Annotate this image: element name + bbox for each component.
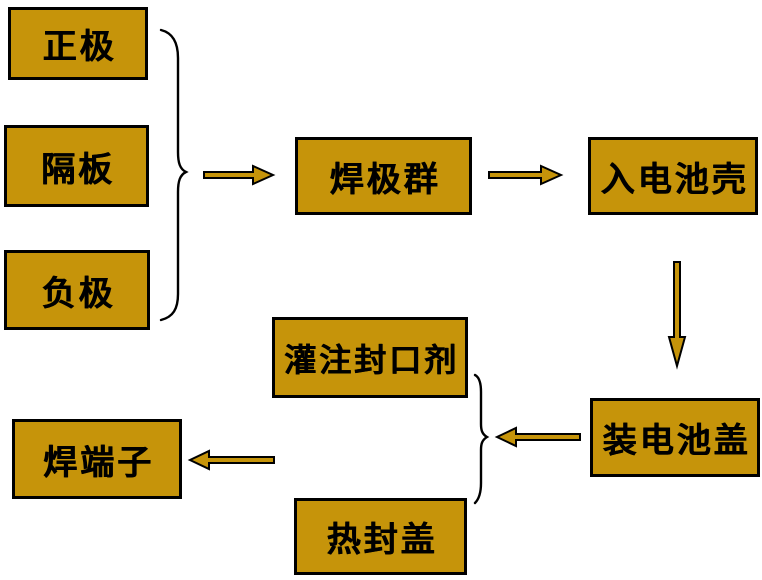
node-negative-electrode: 负极 (4, 250, 150, 330)
node-positive-electrode: 正极 (8, 7, 148, 80)
node-weld-terminal: 焊端子 (12, 419, 182, 499)
node-heat-seal-cover: 热封盖 (294, 498, 467, 575)
brace-component-group-icon (159, 28, 189, 322)
node-pour-sealant: 灌注封口剂 (272, 317, 468, 398)
right-arrow-weld-group-to-case-icon (488, 164, 564, 186)
node-weld-electrode-group: 焊极群 (295, 137, 472, 215)
left-arrow-cover-to-seal-group-icon (494, 426, 581, 448)
node-insert-battery-case: 入电池壳 (588, 137, 758, 215)
left-arrow-seal-group-to-terminal-icon (187, 449, 275, 471)
right-arrow-components-to-weld-group-icon (203, 164, 276, 186)
node-install-battery-cover: 装电池盖 (590, 398, 760, 477)
down-arrow-case-to-cover-icon (667, 261, 687, 370)
brace-seal-group-icon (473, 373, 490, 505)
node-separator: 隔板 (4, 125, 149, 207)
